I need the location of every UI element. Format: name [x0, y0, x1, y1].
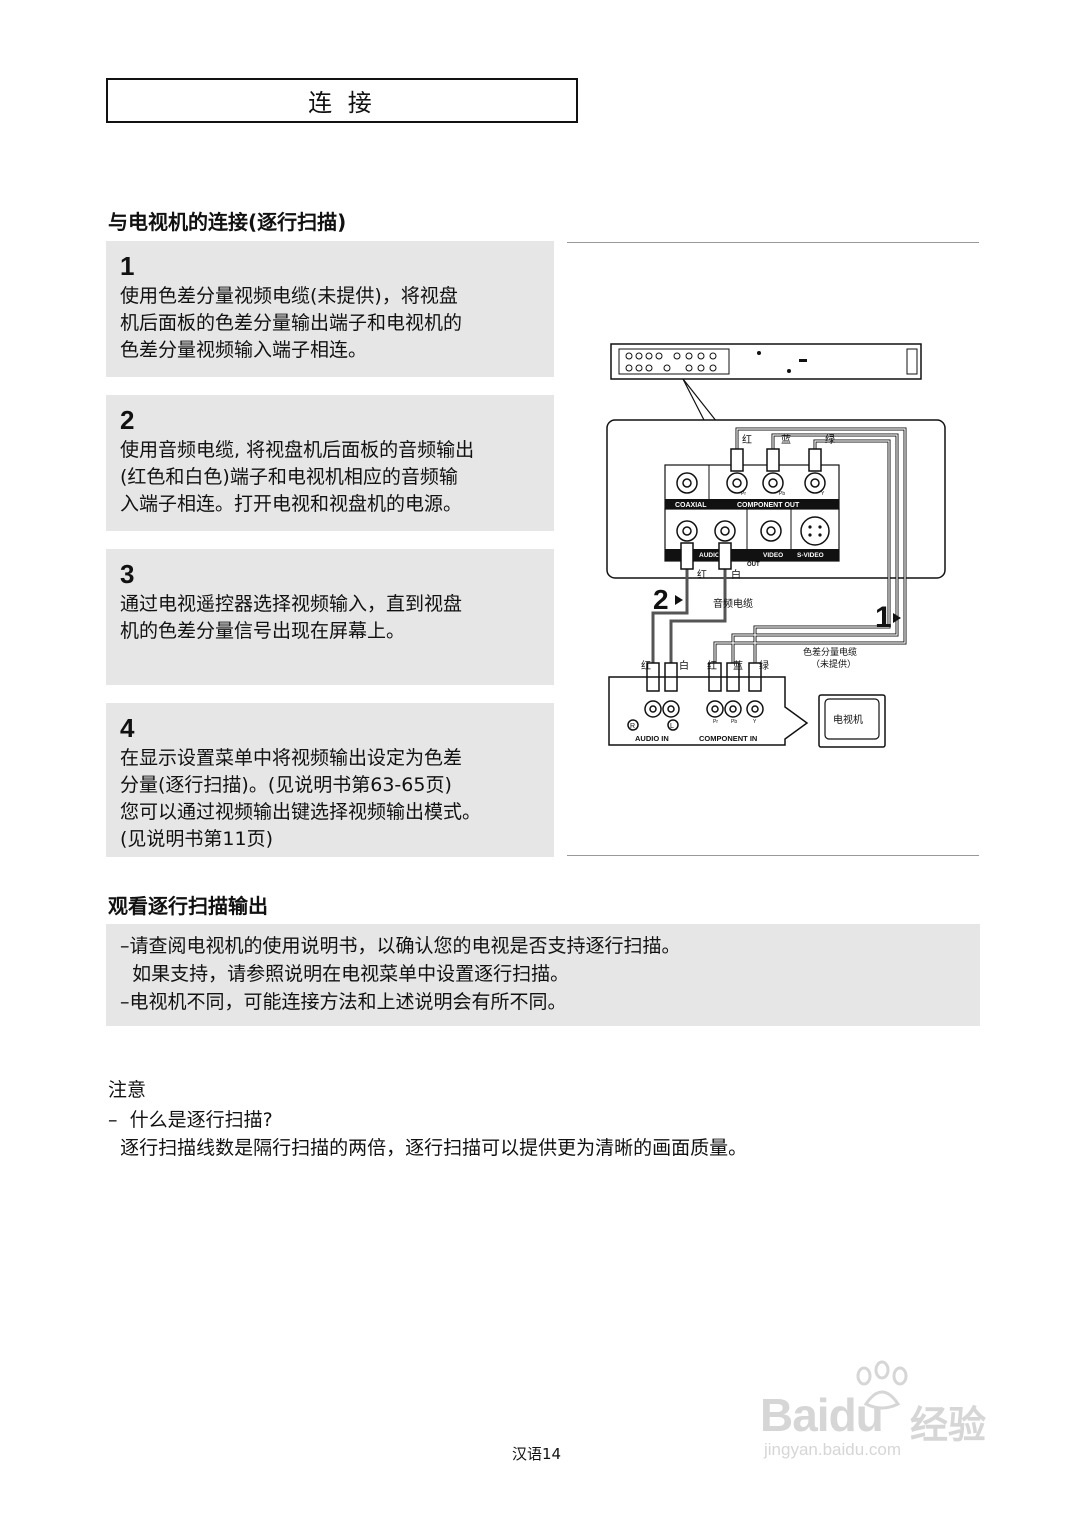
step-number: 4 — [120, 713, 135, 743]
step-line: 入端子相连。打开电视和视盘机的电源。 — [120, 493, 463, 515]
info-line: –请查阅电视机的使用说明书，以确认您的电视是否支持逐行扫描。 — [120, 935, 681, 957]
white-label-bottom: 白 — [679, 659, 689, 672]
green-label-top: 绿 — [825, 433, 835, 446]
red-label-audio: 红 — [697, 568, 707, 581]
svideo-label: S-VIDEO — [797, 552, 824, 559]
y-label: Y — [821, 491, 825, 497]
step-3-box: 3 通过电视遥控器选择视频输入，直到视盘 机的色差分量信号出现在屏幕上。 — [106, 549, 554, 685]
green-label-comp: 绿 — [759, 659, 769, 672]
blue-label-top: 蓝 — [781, 434, 791, 446]
step-text: 在显示设置菜单中将视频输出设定为色差 分量(逐行扫描)。(见说明书第63-65页… — [120, 745, 540, 853]
red-label-top: 红 — [742, 433, 752, 446]
step-line: (红色和白色)端子和电视机相应的音频输 — [120, 466, 458, 488]
watermark-brand-cn: 经验 — [910, 1405, 987, 1447]
step-text: 通过电视遥控器选择视频输入，直到视盘 机的色差分量信号出现在屏幕上。 — [120, 591, 540, 645]
step-2-marker: 2 — [653, 584, 669, 615]
note-body: – 什么是逐行扫描? 逐行扫描线数是隔行扫描的两倍，逐行扫描可以提供更为清晰的画… — [108, 1106, 747, 1162]
step-number: 3 — [120, 559, 135, 589]
page-number: 汉语14 — [512, 1445, 562, 1463]
pr-in-label: Pr — [713, 719, 718, 725]
step-line: 您可以通过视频输出键选择视频输出模式。 — [120, 801, 482, 823]
component-in-label: COMPONENT IN — [699, 734, 757, 743]
step-number: 2 — [120, 405, 135, 435]
audio-label: AUDIO — [699, 552, 720, 559]
step-line: 在显示设置菜单中将视频输出设定为色差 — [120, 747, 463, 769]
y-in-label: Y — [753, 719, 757, 725]
r-mark: R — [630, 723, 635, 730]
step-line: 通过电视遥控器选择视频输入，直到视盘 — [120, 593, 463, 615]
diagram-bottom-rule — [567, 855, 979, 856]
component-cable-label: 色差分量电缆 — [803, 646, 857, 657]
tv-icon: 电视机 — [818, 694, 886, 748]
page-title: 连 接 — [106, 78, 578, 123]
not-supplied-label: （未提供） — [811, 658, 856, 669]
video-label: VIDEO — [763, 552, 783, 559]
pb-in-label: Pb — [731, 719, 737, 725]
white-label-audio: 白 — [731, 568, 741, 581]
info-line: 如果支持，请参照说明在电视菜单中设置逐行扫描。 — [120, 963, 570, 985]
step-1-marker: 1 — [875, 601, 892, 634]
section-heading-connection: 与电视机的连接(逐行扫描) — [108, 210, 347, 234]
red-label-bottom: 红 — [641, 659, 651, 672]
progressive-info-box: –请查阅电视机的使用说明书，以确认您的电视是否支持逐行扫描。 如果支持，请参照说… — [106, 924, 980, 1026]
step-line: 使用音频电缆, 将视盘机后面板的音频输出 — [120, 439, 475, 461]
step-line: 机后面板的色差分量输出端子和电视机的 — [120, 312, 463, 334]
note-line: 逐行扫描线数是隔行扫描的两倍，逐行扫描可以提供更为清晰的画面质量。 — [108, 1137, 748, 1159]
step-1-box: 1 使用色差分量视频电缆(未提供)，将视盘 机后面板的色差分量输出端子和电视机的… — [106, 241, 554, 377]
step-2-box: 2 使用音频电缆, 将视盘机后面板的音频输出 (红色和白色)端子和电视机相应的音… — [106, 395, 554, 531]
back-panel-enlarged: COAXIAL COMPONENT OUT Pr Pb Y AUDIO VIDE… — [606, 419, 946, 579]
step-number: 1 — [120, 251, 135, 281]
connection-diagram: COAXIAL COMPONENT OUT Pr Pb Y AUDIO VIDE… — [606, 343, 946, 748]
baidu-watermark: Baidu 经验 jingyan.baidu.com — [760, 1360, 1010, 1460]
coaxial-label: COAXIAL — [675, 502, 707, 509]
tv-label: 电视机 — [833, 713, 863, 726]
watermark-brand: Baidu — [760, 1389, 884, 1441]
section-heading-progressive-output: 观看逐行扫描输出 — [108, 894, 268, 918]
note-heading: 注意 — [108, 1079, 147, 1101]
pb-label: Pb — [779, 491, 785, 497]
watermark-url: jingyan.baidu.com — [764, 1440, 902, 1459]
step-line: 使用色差分量视频电缆(未提供)，将视盘 — [120, 285, 458, 307]
step-line: 分量(逐行扫描)。(见说明书第63-65页) — [120, 774, 452, 796]
diagram-top-rule — [567, 242, 979, 243]
paw-icon — [856, 1360, 908, 1410]
info-line: –电视机不同，可能连接方法和上述说明会有所不同。 — [120, 991, 567, 1013]
arrow-icon — [675, 595, 683, 605]
blue-label-comp: 蓝 — [733, 660, 743, 672]
l-mark: L — [670, 723, 674, 730]
step-text: 使用色差分量视频电缆(未提供)，将视盘 机后面板的色差分量输出端子和电视机的 色… — [120, 283, 540, 364]
pr-label: Pr — [741, 491, 746, 497]
red-label-comp: 红 — [707, 659, 717, 672]
dvd-player — [610, 343, 922, 380]
step-line: 机的色差分量信号出现在屏幕上。 — [120, 620, 406, 642]
component-out-label: COMPONENT OUT — [737, 502, 800, 509]
audio-cable-label: 音频电缆 — [713, 597, 753, 610]
out-label: OUT — [747, 562, 760, 568]
step-line: (见说明书第11页) — [120, 828, 274, 850]
step-4-box: 4 在显示设置菜单中将视频输出设定为色差 分量(逐行扫描)。(见说明书第63-6… — [106, 703, 554, 857]
note-line: – 什么是逐行扫描? — [108, 1109, 273, 1131]
audio-in-label: AUDIO IN — [635, 734, 669, 743]
arrow-icon — [893, 613, 901, 623]
tv-input-panel: R L Pr Pb Y AUDIO IN COMPONENT IN — [608, 676, 809, 746]
step-text: 使用音频电缆, 将视盘机后面板的音频输出 (红色和白色)端子和电视机相应的音频输… — [120, 437, 540, 518]
step-line: 色差分量视频输入端子相连。 — [120, 339, 368, 361]
